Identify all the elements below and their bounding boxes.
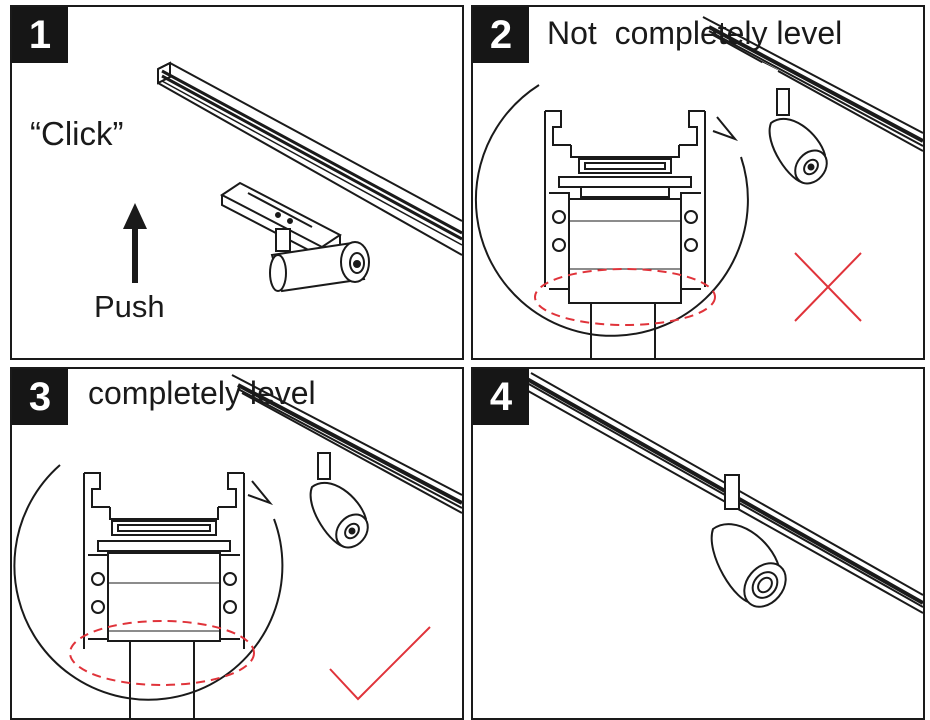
track-rail bbox=[520, 372, 923, 614]
gap-highlight bbox=[69, 620, 255, 686]
track-cross-section bbox=[544, 110, 706, 358]
spotlight bbox=[710, 474, 787, 608]
adapter bbox=[220, 181, 342, 259]
step-4-illustration bbox=[520, 372, 923, 614]
spotlight bbox=[309, 452, 369, 549]
track-rail bbox=[702, 16, 923, 152]
push-label: Push bbox=[94, 289, 165, 324]
step-3-caption: completely level bbox=[88, 375, 316, 411]
step-1-illustration bbox=[123, 61, 462, 293]
step-3-illustration bbox=[13, 374, 462, 718]
track-rail bbox=[231, 374, 462, 514]
push-arrow-icon bbox=[123, 203, 147, 283]
step-2-caption: Not completely level bbox=[547, 15, 843, 51]
cross-icon bbox=[794, 252, 862, 322]
track-cross-section bbox=[83, 472, 245, 718]
step-4-panel: 4 bbox=[471, 367, 925, 720]
step-4-number: 4 bbox=[473, 369, 529, 425]
step-2-illustration bbox=[474, 16, 923, 358]
check-icon bbox=[329, 626, 431, 701]
step-2-panel: 2 Not completely level bbox=[471, 5, 925, 360]
step-2-number: 2 bbox=[473, 7, 529, 63]
magnifier-pointer bbox=[247, 480, 274, 506]
step-1-panel: 1 “Click” Push bbox=[10, 5, 464, 360]
spotlight bbox=[269, 228, 370, 293]
magnifier-outline bbox=[13, 464, 284, 701]
click-label: “Click” bbox=[30, 115, 124, 152]
gap-highlight bbox=[534, 268, 716, 326]
magnifier-pointer bbox=[712, 116, 739, 142]
step-3-panel: 3 completely level bbox=[10, 367, 464, 720]
spotlight bbox=[768, 88, 828, 185]
step-3-number: 3 bbox=[12, 369, 68, 425]
step-1-number: 1 bbox=[12, 7, 68, 63]
track-rail bbox=[157, 61, 462, 256]
magnifier-outline bbox=[474, 84, 749, 337]
